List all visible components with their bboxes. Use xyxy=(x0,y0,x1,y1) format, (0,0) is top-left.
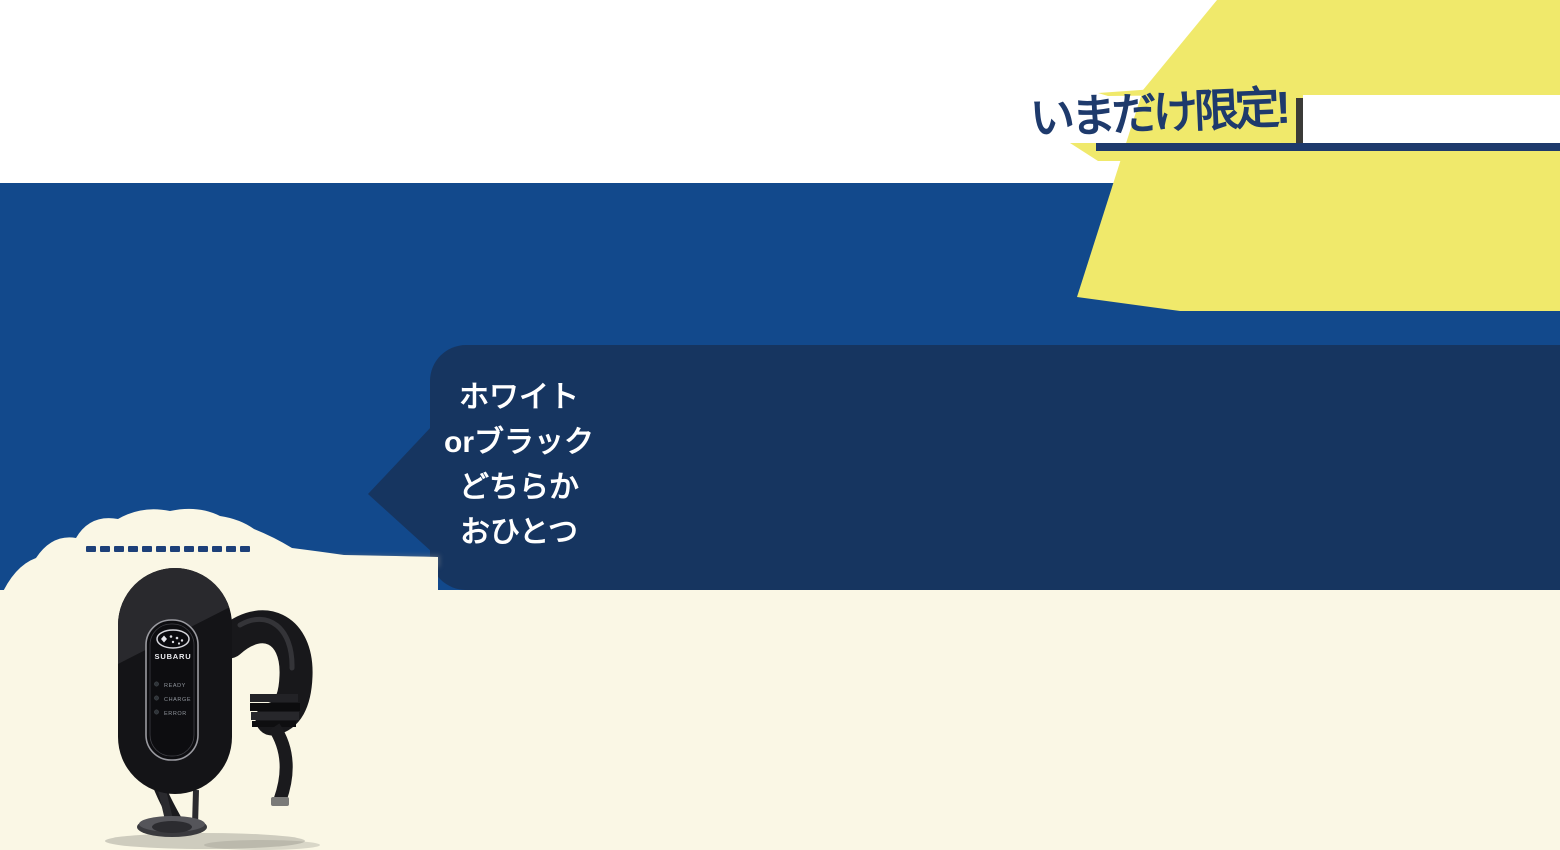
cream-background xyxy=(0,590,1560,850)
offer-badge-line: orブラック xyxy=(444,426,594,459)
headline-underline xyxy=(1096,143,1560,151)
offer-badge: ホワイト orブラック どちらか おひとつ xyxy=(434,375,604,555)
offer-panel: ホワイト orブラック どちらか おひとつ xyxy=(430,345,1560,590)
headline-blank-strip xyxy=(1303,95,1560,143)
offer-badge-line: ホワイト xyxy=(459,381,579,414)
offer-badge-line: どちらか xyxy=(459,471,579,504)
campaign-headline: いまだけ限定! xyxy=(1028,81,1288,144)
headline-divider-bar xyxy=(1296,98,1303,143)
offer-badge-line: おひとつ xyxy=(460,516,578,549)
